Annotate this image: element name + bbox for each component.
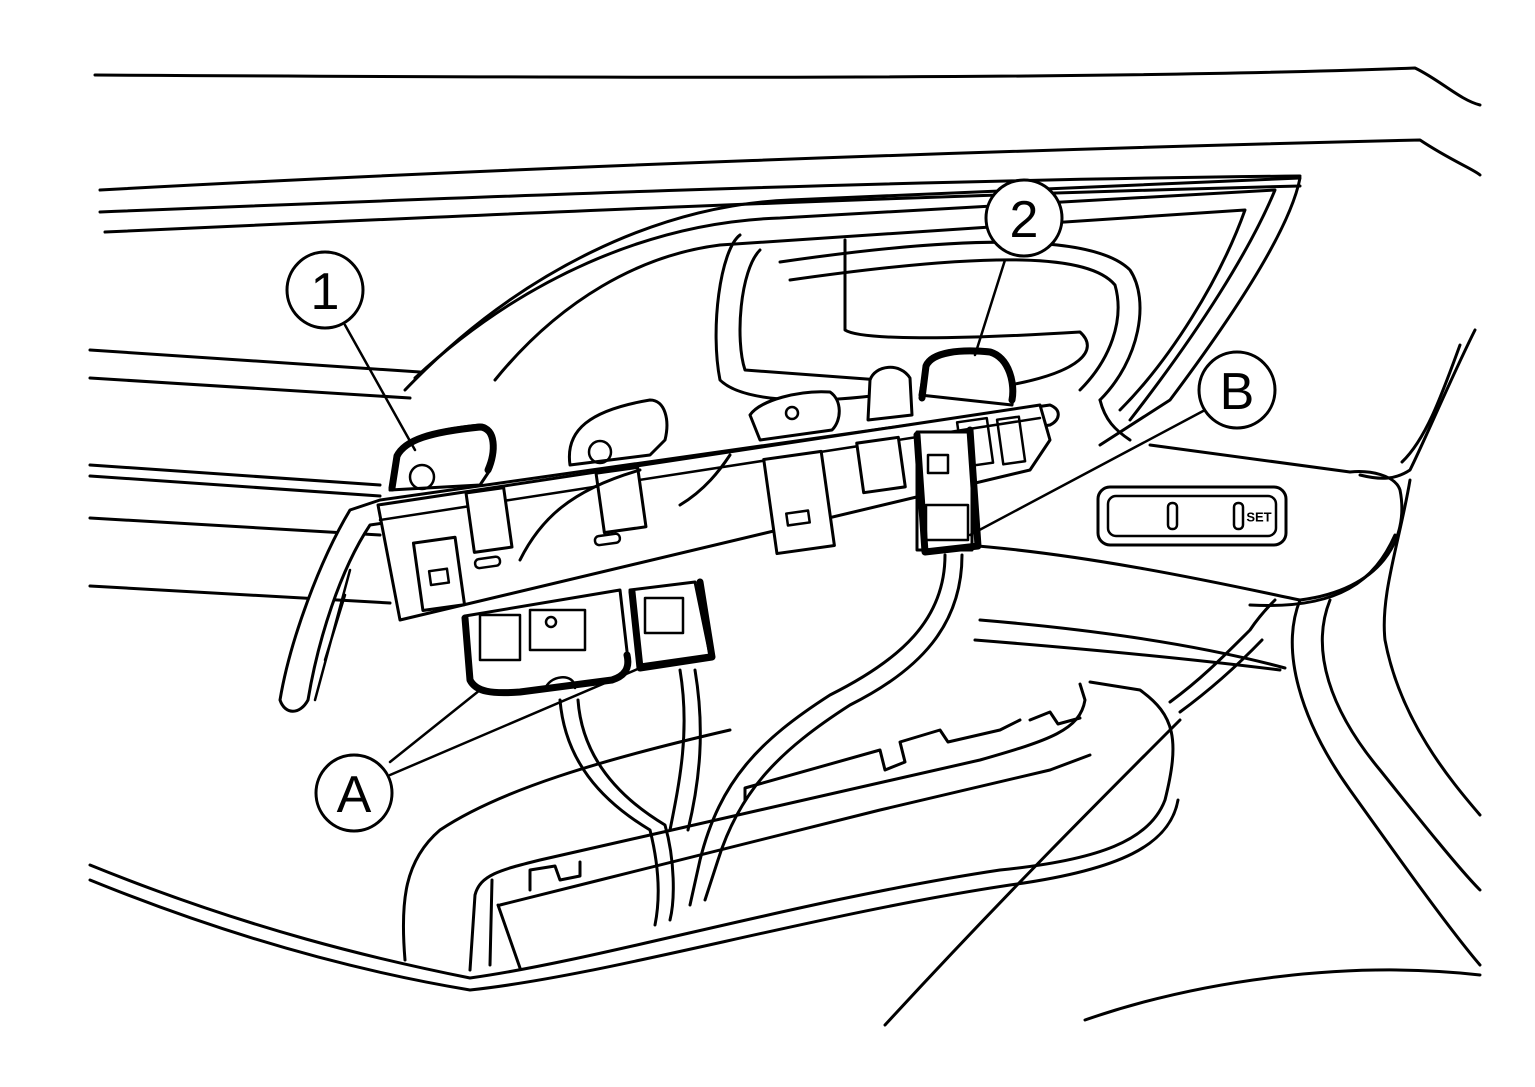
right-door-panel: SET — [883, 328, 1482, 1027]
leader-a-1 — [388, 688, 482, 764]
leader-a-2 — [388, 666, 642, 777]
set-label: SET — [1246, 510, 1271, 525]
memory-switch-bezel — [1096, 485, 1288, 547]
svg-text:1: 1 — [311, 263, 340, 321]
power-window-switch-panel — [278, 347, 1060, 713]
leader-lines — [343, 258, 1207, 777]
upper-trim-lines — [93, 66, 1482, 234]
door-panel-outline — [88, 176, 1302, 605]
callout-a: A — [314, 753, 394, 833]
memory-switch-inner — [1106, 494, 1278, 538]
callout-b: B — [1197, 350, 1277, 430]
svg-text:A: A — [337, 766, 372, 824]
leader-1 — [343, 323, 417, 452]
wiring-harness — [558, 553, 964, 927]
svg-text:B: B — [1220, 363, 1255, 421]
leader-b — [968, 408, 1207, 537]
memory-button-1 — [1166, 501, 1179, 531]
memory-set-button — [1232, 501, 1245, 531]
armrest-pocket — [88, 598, 1277, 992]
callout-2: 2 — [984, 178, 1064, 258]
leader-2 — [973, 258, 1007, 357]
callout-1: 1 — [285, 250, 365, 330]
svg-text:2: 2 — [1010, 191, 1039, 249]
